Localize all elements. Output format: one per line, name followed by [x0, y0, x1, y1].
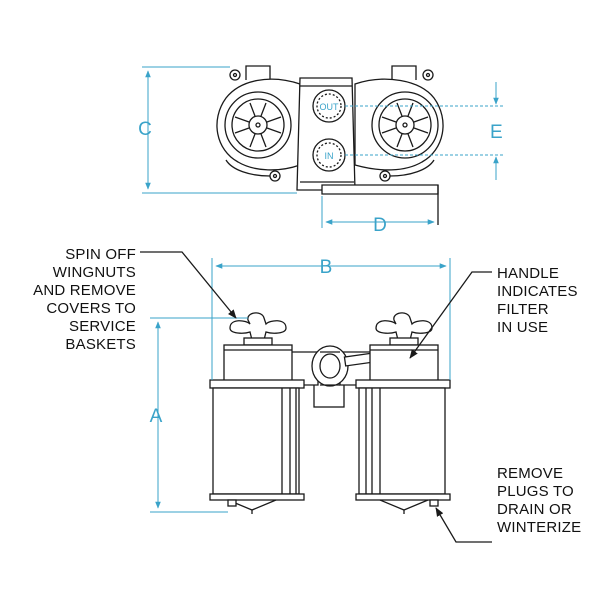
- spin-off-callout: SPIN OFF WINGNUTS AND REMOVE COVERS TO S…: [16, 246, 136, 354]
- remove-plugs-line: DRAIN OR: [497, 501, 572, 518]
- handle-line: INDICATES: [497, 283, 578, 300]
- front-view: B A: [140, 251, 492, 543]
- spin-off-line: AND REMOVE: [33, 282, 136, 299]
- spin-off-line: SERVICE: [69, 318, 136, 335]
- right-housing-top-view: [354, 65, 444, 182]
- dimension-e: [345, 82, 504, 180]
- valve-body: [283, 345, 410, 408]
- dimension-c-label: C: [138, 119, 152, 140]
- handle-line: IN USE: [497, 319, 549, 336]
- in-port-label: IN: [325, 151, 334, 161]
- out-port-label: OUT: [320, 102, 340, 112]
- remove-plugs-line: PLUGS TO: [497, 483, 574, 500]
- dimension-e-label: E: [490, 122, 503, 143]
- spin-off-leader: [140, 251, 237, 319]
- spin-off-line: SPIN OFF: [65, 246, 136, 263]
- dimension-d-label: D: [373, 215, 387, 236]
- handle-leader: [409, 271, 492, 359]
- dimension-c: [142, 66, 297, 194]
- remove-plugs-line: REMOVE: [497, 465, 564, 482]
- dimension-b-label: B: [320, 257, 333, 278]
- handle-callout: HANDLE INDICATES FILTER IN USE: [497, 265, 597, 337]
- left-filter-housing: [209, 312, 305, 514]
- remove-plugs-callout: REMOVE PLUGS TO DRAIN OR WINTERIZE: [497, 465, 597, 537]
- handle-line: HANDLE: [497, 265, 560, 282]
- left-housing-top-view: [216, 65, 301, 182]
- top-view: OUT IN C E D: [138, 65, 504, 236]
- handle-line: FILTER: [497, 301, 549, 318]
- right-filter-housing: [355, 312, 451, 514]
- spin-off-line: WINGNUTS: [52, 264, 136, 281]
- center-manifold-top-view: [296, 77, 439, 225]
- remove-plugs-leader: [435, 507, 492, 543]
- spin-off-line: COVERS TO: [46, 300, 136, 317]
- remove-plugs-line: WINTERIZE: [497, 519, 582, 536]
- dimension-a-label: A: [150, 406, 163, 427]
- dimension-b: [211, 258, 451, 380]
- spin-off-line: BASKETS: [65, 336, 136, 353]
- dimension-d: [321, 196, 435, 228]
